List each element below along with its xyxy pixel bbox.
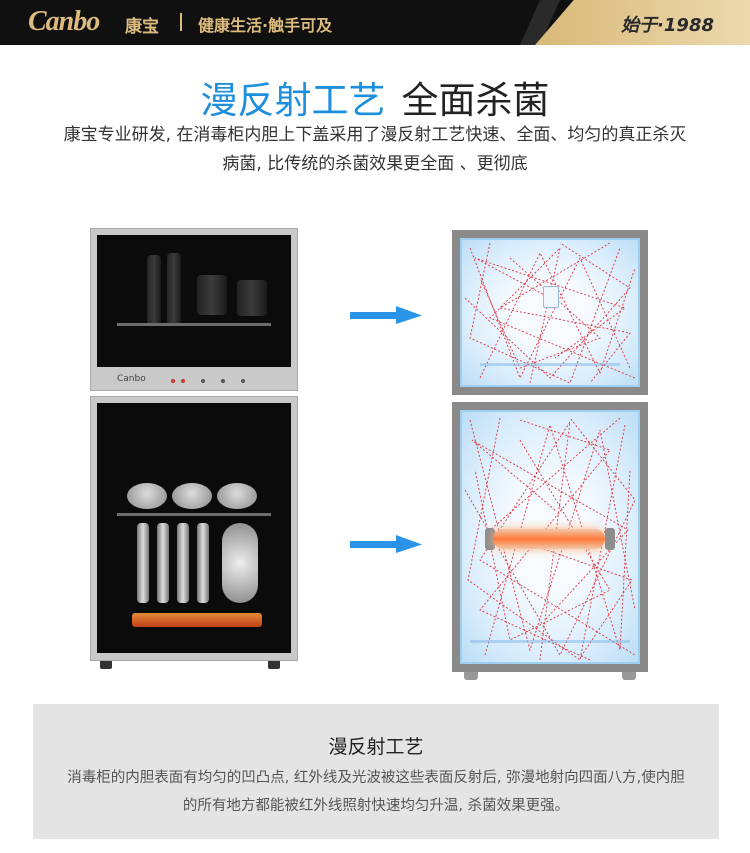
brand-logo-cn: 康宝 [125,17,159,37]
plate-shape [197,523,209,603]
cabinet-reflection-diagram [452,230,648,685]
plate-shape [157,523,169,603]
lower-chamber-interior [460,410,640,664]
cabinet-foot [268,661,280,669]
arrow-right-icon [350,535,422,553]
title-highlight: 漫反射工艺 [200,79,386,122]
header-divider [180,13,182,31]
brand-logo[interactable]: Canbo [28,6,100,37]
uv-lamp-icon [543,286,559,308]
cabinet-upper-unit: Canbo [90,228,298,391]
bowl-shape [217,483,257,509]
control-indicator [171,379,175,383]
control-indicator [181,379,185,383]
cabinet-foot [100,661,112,669]
upper-chamber-interior [460,238,640,387]
cabinet-lower-unit [90,396,298,661]
plate-shape [222,523,258,603]
heater-tube-icon [493,529,605,549]
info-panel: 漫反射工艺 消毒柜的内胆表面有均匀的凹凸点, 红外线及光波被这些表面反射后, 弥… [33,704,719,839]
control-button [221,379,225,383]
header-since: 始于·1988 [621,15,714,36]
bowl-shape [172,483,212,509]
rack-shelf [117,513,271,516]
bowl-shape [127,483,167,509]
reflection-rays-upper [464,242,636,384]
title-main: 全面杀菌 [401,79,550,122]
heater-glow [132,613,262,627]
header-bar: Canbo 康宝 健康生活·触手可及 始于·1988 [0,0,750,45]
cabinet-brand-label: Canbo [117,374,146,384]
page-title: 漫反射工艺全面杀菌 [0,70,750,124]
diagram-upper-chamber [452,230,648,395]
plate-shape [147,255,161,325]
heater-tube-cap [485,528,495,550]
rack-shelf [117,323,271,326]
control-button [241,379,245,383]
cabinet-foot [464,672,478,680]
plate-shape [137,523,149,603]
cup-shape [237,280,267,316]
info-text: 消毒柜的内胆表面有均匀的凹凸点, 红外线及光波被这些表面反射后, 弥漫地射向四面… [67,770,685,814]
info-title: 漫反射工艺 [328,736,424,758]
page-description: 康宝专业研发, 在消毒柜内胆上下盖采用了漫反射工艺快速、全面、均匀的真正杀灭病菌… [63,125,687,174]
cabinet-upper-glass [97,235,291,367]
plate-shape [167,253,181,325]
header-slogan: 健康生活·触手可及 [198,16,333,35]
cup-shape [197,275,227,315]
control-button [201,379,205,383]
header-gold-panel [535,0,750,45]
cabinet-photo-closed: Canbo [90,228,298,669]
cabinet-lower-glass [97,403,291,653]
heater-tube-cap [605,528,615,550]
diagram-lower-chamber [452,402,648,672]
cabinet-foot [622,672,636,680]
plate-shape [177,523,189,603]
arrow-right-icon [350,306,422,324]
